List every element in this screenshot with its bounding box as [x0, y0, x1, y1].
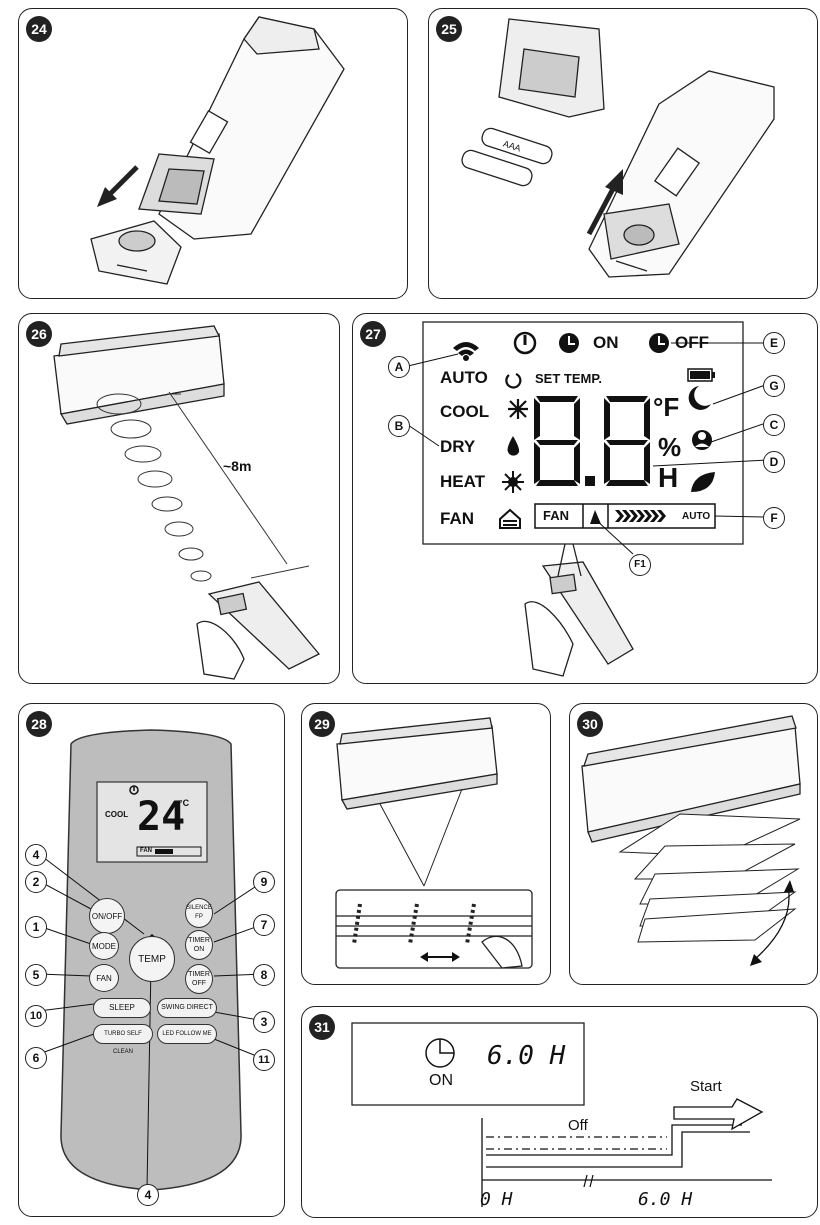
panel-number: 27: [360, 321, 386, 347]
unit-f: °F: [653, 392, 680, 422]
panel-28: 28 COOL 24 °C FAN ON/OFF MODE FAN TEMP S…: [18, 703, 285, 1217]
lcd-temp: 24: [137, 794, 186, 840]
distance-label: ~8m: [223, 458, 252, 474]
lcd-fan: FAN: [140, 848, 152, 854]
panel-29: 29: [301, 703, 551, 985]
mode-auto: AUTO: [440, 368, 488, 387]
set-temp-label: SET TEMP.: [535, 371, 602, 386]
timer-chart-illustration: [351, 1022, 772, 1207]
callout-10: 10: [25, 1005, 47, 1027]
callout-2: 2: [25, 871, 47, 893]
percent-label: %: [658, 432, 682, 462]
callout-4-bottom: 4: [137, 1184, 159, 1206]
callout-e: E: [763, 332, 785, 354]
mode-fan: FAN: [440, 509, 474, 528]
callout-g: G: [763, 375, 785, 397]
temp-button[interactable]: TEMP: [129, 936, 175, 982]
axis-end-label: 6.0 H: [638, 1189, 693, 1210]
mode-button[interactable]: MODE: [89, 932, 119, 960]
off-label: OFF: [675, 333, 709, 352]
callout-8: 8: [253, 964, 275, 986]
louver-adjust-illustration: [335, 717, 533, 969]
panel-number: 31: [309, 1014, 335, 1040]
timer-time: 6.0 H: [487, 1041, 566, 1071]
callout-b: B: [388, 415, 410, 437]
lcd-mode: COOL: [105, 810, 129, 819]
callout-d: D: [763, 451, 785, 473]
panel-27: 27: [352, 313, 818, 684]
mode-cool: COOL: [440, 402, 490, 421]
panel-number: 24: [26, 16, 52, 42]
timer-on-button[interactable]: TIMER ON: [185, 930, 213, 960]
callout-6: 6: [25, 1047, 47, 1069]
axis-start-label: 0 H: [480, 1189, 513, 1210]
mode-dry: DRY: [440, 437, 476, 456]
callout-11: 11: [253, 1049, 275, 1071]
auto-speed-label: AUTO: [682, 511, 711, 522]
start-label: Start: [690, 1078, 722, 1095]
panel-number: 25: [436, 16, 462, 42]
callout-a: A: [388, 356, 410, 378]
silence-button[interactable]: SILENCE FP: [185, 898, 213, 928]
panel-24: 24: [18, 8, 408, 299]
panel-number: 28: [26, 711, 52, 737]
off-label: Off: [568, 1117, 588, 1134]
mode-heat: HEAT: [440, 472, 486, 491]
panel-31: 31 6.0 H ON Start Off 0 H 6.0 H: [301, 1006, 818, 1218]
battery-insert-illustration: [461, 18, 775, 278]
lcd-unit: °C: [179, 798, 190, 808]
callout-c: C: [763, 414, 785, 436]
timer-on-label-1: TIMER: [188, 937, 210, 944]
timer-off-label-2: OFF: [192, 980, 206, 987]
louver-swing-illustration: [581, 715, 801, 966]
silence-fp-label: FP: [195, 914, 203, 920]
callout-7: 7: [253, 914, 275, 936]
silence-label: SILENCE: [186, 905, 212, 911]
callout-4-top: 4: [25, 844, 47, 866]
signal-range-illustration: [53, 325, 321, 680]
callout-3: 3: [253, 1011, 275, 1033]
hour-label: H: [658, 462, 679, 493]
panel-30: 30: [569, 703, 818, 985]
callout-5: 5: [25, 964, 47, 986]
callout-9: 9: [253, 871, 275, 893]
turbo-self-clean-button[interactable]: TURBO SELF CLEAN: [93, 1024, 153, 1055]
callout-f: F: [763, 507, 785, 529]
panel-number: 26: [26, 321, 52, 347]
callout-1: 1: [25, 916, 47, 938]
timer-off-button[interactable]: TIMER OFF: [185, 964, 213, 994]
lcd-display-illustration: [407, 321, 769, 677]
fan-button[interactable]: FAN: [89, 964, 119, 992]
on-label: ON: [593, 333, 619, 352]
panel-number: 30: [577, 711, 603, 737]
panel-number: 29: [309, 711, 335, 737]
onoff-button[interactable]: ON/OFF: [89, 898, 125, 934]
panel-26: 26 ~8m: [18, 313, 340, 684]
sleep-button[interactable]: SLEEP: [93, 998, 151, 1018]
timer-off-label-1: TIMER: [188, 971, 210, 978]
swing-direct-button[interactable]: SWING DIRECT: [157, 998, 217, 1018]
timer-on-label: ON: [429, 1072, 453, 1089]
timer-on-label-2: ON: [193, 946, 205, 953]
fan-speed-label: FAN: [543, 508, 569, 523]
panel-25: 25 AAA: [428, 8, 818, 299]
callout-f1: F1: [629, 554, 651, 576]
remote-battery-cover-illustration: [90, 16, 345, 285]
led-follow-me-button[interactable]: LED FOLLOW ME: [157, 1024, 217, 1044]
